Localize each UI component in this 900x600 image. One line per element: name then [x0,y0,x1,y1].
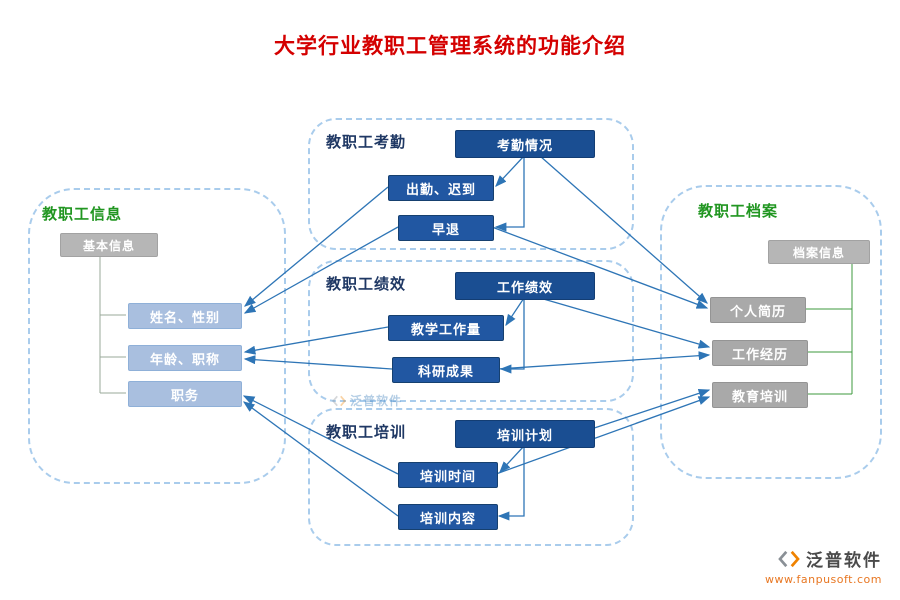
node-education-training: 教育培训 [712,382,808,408]
node-training-time: 培训时间 [398,462,498,488]
node-training-content: 培训内容 [398,504,498,530]
header-archive: 教职工档案 [698,202,779,220]
node-name-gender: 姓名、性别 [128,303,242,329]
brand-watermark: 泛普软件 www.fanpusoft.com [765,546,882,586]
header-training: 教职工培训 [326,423,407,441]
brand-url: www.fanpusoft.com [765,573,882,586]
node-archive-info: 档案信息 [768,240,870,264]
node-research-results: 科研成果 [392,357,500,383]
header-performance: 教职工绩效 [326,275,407,293]
header-staff-info: 教职工信息 [42,205,123,223]
panel-archive [660,185,882,479]
brand-logo-icon [778,550,800,567]
node-attendance-status: 考勤情况 [455,130,595,158]
node-position: 职务 [128,381,242,407]
node-age-title: 年龄、职称 [128,345,242,371]
center-watermark: 泛普软件 [332,392,402,409]
node-teaching-workload: 教学工作量 [388,315,504,341]
node-attend-late: 出勤、迟到 [388,175,494,201]
node-work-performance: 工作绩效 [455,272,595,300]
header-attendance: 教职工考勤 [326,133,407,151]
node-basic-info: 基本信息 [60,233,158,257]
node-resume: 个人简历 [710,297,806,323]
node-leave-early: 早退 [398,215,494,241]
brand-name: 泛普软件 [806,551,882,571]
center-watermark-text: 泛普软件 [350,394,403,408]
node-work-experience: 工作经历 [712,340,808,366]
page-title: 大学行业教职工管理系统的功能介绍 [274,34,626,58]
brand-logo-icon [332,395,346,406]
node-training-plan: 培训计划 [455,420,595,448]
